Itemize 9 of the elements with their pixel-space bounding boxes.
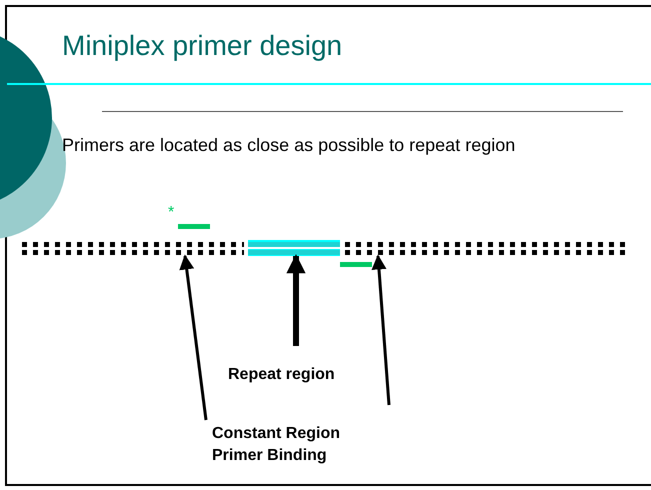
leader-arrow: [286, 254, 306, 346]
body-text: Primers are located as close as possible to repeat region: [62, 135, 516, 156]
callout-text: Repeat region: [228, 364, 378, 386]
asterisk-mark: *: [168, 205, 174, 221]
slide-title: Miniplex primer design: [62, 30, 342, 62]
leader-arrow: [179, 254, 208, 420]
repeat-region-strand: [248, 240, 340, 256]
leader-arrow: [372, 254, 390, 406]
callout-text: Constant Region Primer Binding: [212, 423, 377, 466]
